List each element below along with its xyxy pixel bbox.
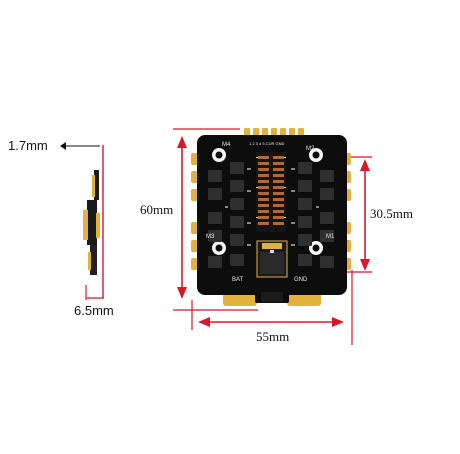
height-arrow-bottom <box>177 287 187 299</box>
side-profile-bottom <box>90 245 97 275</box>
side-profile-gold-b <box>83 210 88 240</box>
side-profile-gold-a <box>92 175 95 197</box>
current-sensor-chip <box>260 252 284 274</box>
side-profile-gold-c <box>96 213 100 238</box>
pcb-bottom-tab-pad <box>261 292 283 302</box>
silk-gnd-label: GND <box>294 277 308 283</box>
side-profile-top <box>94 170 99 200</box>
silk-header-pins: 1 2 3 4 5 CUR GND <box>249 141 284 146</box>
width-dimension: 55mm <box>191 270 353 345</box>
current-sensor-gold-strip <box>262 243 282 249</box>
silk-motor-2: M2 <box>306 146 315 152</box>
mount-arrow-top <box>360 159 370 171</box>
side-view: 1.7mm 6.5mm <box>8 138 114 318</box>
mount-spacing-label: 30.5mm <box>370 206 413 221</box>
silk-motor-1: M1 <box>326 234 335 240</box>
height-arrow-top <box>177 136 187 148</box>
silk-motor-3: M3 <box>206 234 215 240</box>
thickness-total-label: 6.5mm <box>74 303 114 318</box>
thickness-top-arrowhead <box>60 142 66 150</box>
center-capacitor-array <box>256 152 286 232</box>
mounting-holes <box>212 148 323 255</box>
thickness-top-label: 1.7mm <box>8 138 48 153</box>
side-profile-mid <box>87 200 97 245</box>
height-dimension: 60mm <box>140 128 258 311</box>
esc-board: 1 2 3 4 5 CUR GND M2 M4 M3 M1 BAT GND <box>191 128 351 306</box>
passive-components <box>225 168 319 246</box>
silk-motor-4: M4 <box>222 142 231 148</box>
mosfet-chips <box>208 162 334 268</box>
mount-arrow-bottom <box>360 259 370 271</box>
width-arrow-right <box>332 317 344 327</box>
current-sensor-dot <box>270 250 274 253</box>
width-label: 55mm <box>256 329 289 344</box>
width-arrow-left <box>198 317 210 327</box>
side-profile-gold-d <box>88 252 91 270</box>
height-label: 60mm <box>140 202 173 217</box>
silk-bat-label: BAT <box>232 277 244 283</box>
